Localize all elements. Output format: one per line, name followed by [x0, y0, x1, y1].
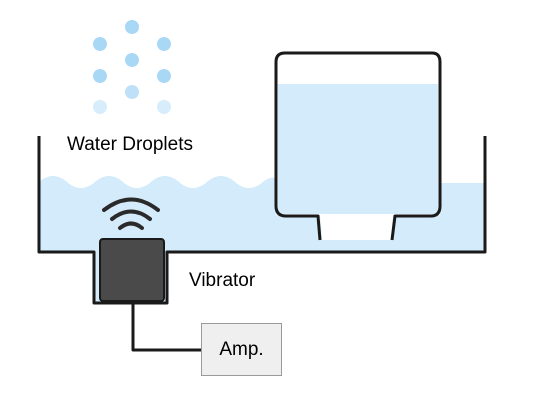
droplet — [125, 85, 139, 99]
droplet-cluster-icon — [93, 20, 171, 114]
water-in-container — [278, 84, 438, 214]
water-droplets-label: Water Droplets — [67, 134, 193, 155]
droplet — [93, 100, 107, 114]
vibrator-block — [99, 238, 165, 302]
droplet — [157, 69, 171, 83]
droplet — [93, 69, 107, 83]
inverted-container-outline — [274, 51, 442, 241]
wave-arc-outer — [102, 197, 160, 212]
droplet — [125, 53, 139, 67]
droplet — [157, 100, 171, 114]
droplet — [93, 37, 107, 51]
droplet — [157, 37, 171, 51]
droplet — [125, 20, 139, 34]
amplifier-label: Amp. — [219, 339, 264, 360]
wifi-like-waves-icon — [102, 197, 160, 230]
wave-arc-middle — [110, 209, 152, 221]
amplifier-box: Amp. — [201, 323, 282, 376]
tank-outline — [37, 136, 487, 305]
vibrator-cable — [131, 303, 201, 352]
wave-arc-inner — [118, 221, 144, 230]
vibrator-label: Vibrator — [189, 270, 256, 291]
